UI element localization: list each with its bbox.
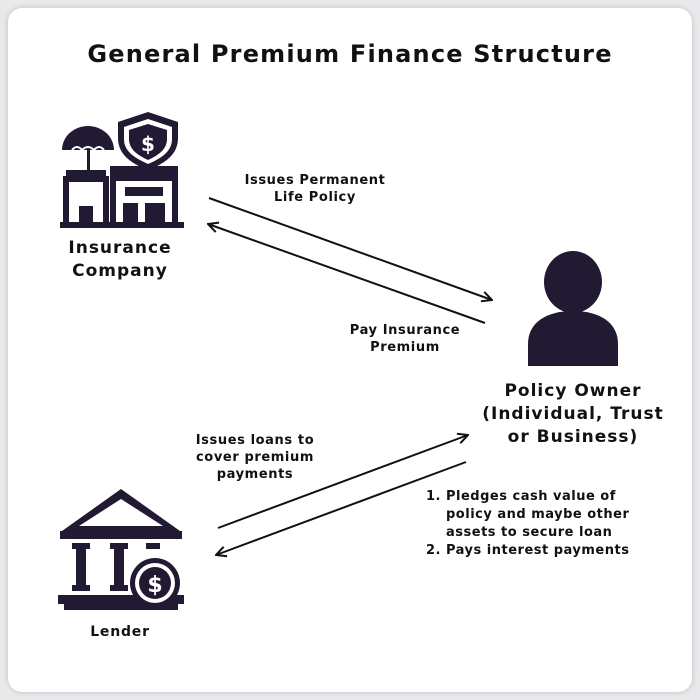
arrow-owner-to-lender [216, 461, 467, 555]
insurance-building-umbrella-shield-dollar-icon: $ [60, 112, 184, 228]
pay-premium-label-line2: Premium [370, 340, 440, 355]
policy-owner-label-line1: Policy Owner [504, 381, 642, 401]
step-item: 1. Pledges cash value of policy and mayb… [426, 488, 629, 542]
issues-policy-label: Issues Permanent Life Policy [225, 172, 405, 206]
issues-loans-label-line1: Issues loans to [195, 433, 315, 448]
insurance-company-label-line2: Company [72, 261, 168, 281]
issues-policy-label-line2: Life Policy [274, 190, 356, 205]
step-line: Pays interest payments [446, 543, 630, 558]
pay-premium-label-line1: Pay Insurance [349, 323, 461, 338]
step-number: 2. [426, 543, 441, 558]
svg-text:$: $ [147, 573, 162, 598]
lender-label: Lender [90, 624, 150, 640]
person-silhouette-icon [528, 251, 618, 366]
policy-owner-label-line2: (Individual, Trust [482, 404, 664, 424]
arrow-lender-to-owner [217, 435, 468, 529]
owner-to-lender-steps: 1. Pledges cash value of policy and mayb… [426, 488, 629, 560]
diagram-title: General Premium Finance Structure [87, 40, 613, 68]
step-line: policy and maybe other [446, 507, 630, 522]
step-item: 2. Pays interest payments [426, 542, 629, 560]
issues-loans-label-line2: cover premium [195, 450, 314, 465]
insurance-company-label-line1: Insurance [68, 238, 172, 258]
bank-dollar-coin-icon: $ [58, 489, 184, 610]
policy-owner-label-line3: or Business) [507, 427, 639, 447]
svg-text:$: $ [141, 132, 155, 156]
insurance-company-label: Insurance Company [40, 237, 200, 283]
issues-loans-label: Issues loans to cover premium payments [180, 432, 330, 483]
arrow-insurer-to-owner [208, 197, 492, 300]
step-line: Pledges cash value of [446, 489, 616, 504]
arrow-owner-to-insurer [208, 224, 486, 324]
issues-policy-label-line1: Issues Permanent [244, 173, 386, 188]
policy-owner-label: Policy Owner (Individual, Trust or Busin… [468, 380, 678, 449]
step-number: 1. [426, 489, 441, 504]
step-line: assets to secure loan [446, 525, 613, 540]
pay-premium-label: Pay Insurance Premium [325, 322, 485, 356]
issues-loans-label-line3: payments [216, 467, 294, 482]
